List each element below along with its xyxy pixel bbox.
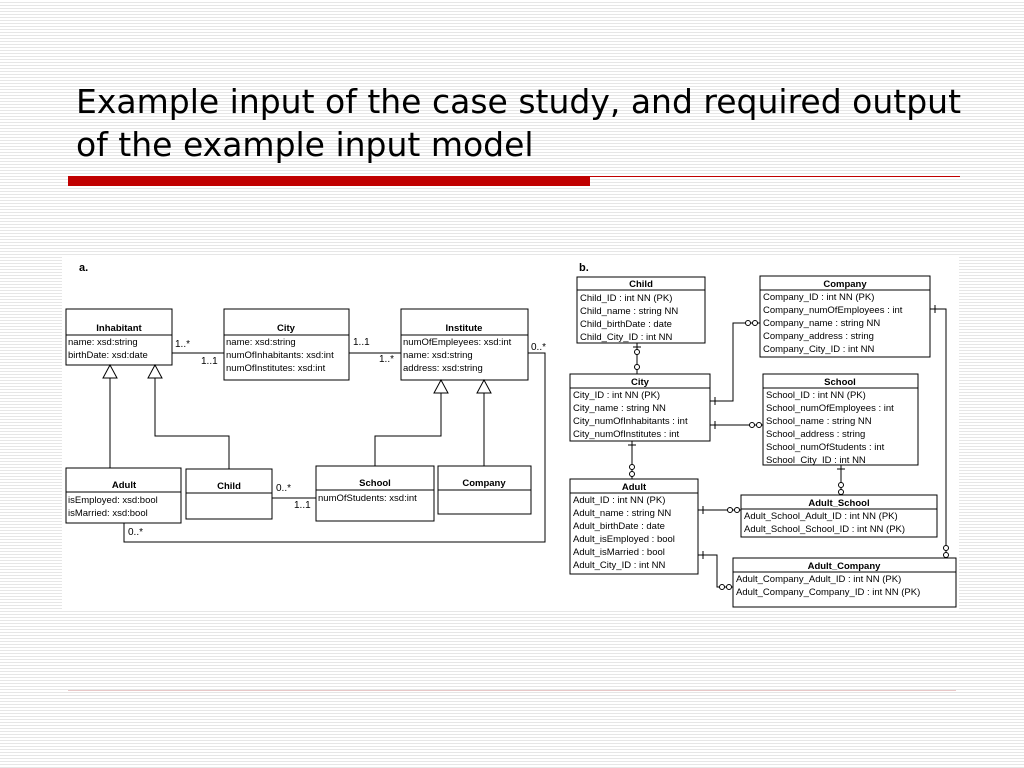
table-name: City <box>631 377 650 388</box>
class-name: Child <box>217 481 241 492</box>
table-name: School <box>824 377 856 388</box>
inheritance-arrow <box>102 363 118 379</box>
class-field: name: xsd:string <box>68 337 138 348</box>
multiplicity: 0..* <box>531 342 546 353</box>
table-field: City_ID : int NN (PK) <box>573 390 660 401</box>
footer-divider <box>68 690 956 691</box>
table-field: Child_birthDate : date <box>580 319 672 330</box>
table-adult-school: Adult_School Adult_School_Adult_ID : int… <box>740 494 938 538</box>
uml-class-adult: Adult isEmployed: xsd:bool isMarried: xs… <box>65 467 182 524</box>
table-field: School_City_ID : int NN <box>766 455 866 466</box>
table-field: Company_address : string <box>763 331 874 342</box>
table-field: Adult_isEmployed : bool <box>573 534 675 545</box>
class-field: numOfEmpleyees: xsd:int <box>403 337 512 348</box>
uml-associations <box>123 352 546 543</box>
uml-panel-label: a. <box>79 262 88 274</box>
table-field: Adult_School_School_ID : int NN (PK) <box>744 524 905 535</box>
table-field: School_name : string NN <box>766 416 872 427</box>
table-field: City_numOfInhabitants : int <box>573 416 688 427</box>
multiplicity: 1..1 <box>201 356 218 367</box>
table-field: Child_City_ID : int NN <box>580 332 673 343</box>
table-field: Company_name : string NN <box>763 318 880 329</box>
assoc-institute-adult <box>123 352 546 543</box>
table-field: Company_ID : int NN (PK) <box>763 292 874 303</box>
table-school: School School_ID : int NN (PK) School_nu… <box>762 373 919 466</box>
table-field: School_ID : int NN (PK) <box>766 390 866 401</box>
uml-class-inhabitant: Inhabitant name: xsd:string birthDate: x… <box>65 308 173 366</box>
inheritance-arrow <box>433 378 449 394</box>
table-name: Company <box>823 279 867 290</box>
table-field: School_numOfStudents : int <box>766 442 885 453</box>
table-field: Adult_birthDate : date <box>573 521 665 532</box>
table-field: City_numOfInstitutes : int <box>573 429 679 440</box>
table-field: Adult_name : string NN <box>573 508 671 519</box>
title-divider <box>590 176 960 177</box>
title-accent-bar <box>68 176 590 186</box>
class-field: isMarried: xsd:bool <box>68 508 148 519</box>
table-child: Child Child_ID : int NN (PK) Child_name … <box>576 276 706 344</box>
class-field: address: xsd:string <box>403 363 483 374</box>
table-name: Adult <box>622 482 647 493</box>
class-field: numOfStudents: xsd:int <box>318 493 417 504</box>
diagram-figure: a. Inhabitant name: xsd:string birthDate… <box>62 255 959 610</box>
table-name: Adult_School <box>808 498 869 509</box>
class-name: Adult <box>112 480 137 491</box>
class-field: birthDate: xsd:date <box>68 350 148 361</box>
table-name: Adult_Company <box>808 561 882 572</box>
uml-generalizations <box>102 363 492 469</box>
table-field: Adult_Company_Adult_ID : int NN (PK) <box>736 574 901 585</box>
class-field: numOfInhabitants: xsd:int <box>226 350 334 361</box>
table-field: Child_ID : int NN (PK) <box>580 293 672 304</box>
multiplicity: 0..* <box>128 527 143 538</box>
table-field: Adult_Company_Company_ID : int NN (PK) <box>736 587 920 598</box>
multiplicity: 1..1 <box>353 337 370 348</box>
table-field: School_address : string <box>766 429 865 440</box>
class-name: Inhabitant <box>96 323 142 334</box>
inheritance-arrow <box>476 378 492 394</box>
multiplicity: 1..* <box>379 354 394 365</box>
uml-class-city: City name: xsd:string numOfInhabitants: … <box>223 308 350 381</box>
multiplicity: 0..* <box>276 483 291 494</box>
class-field: name: xsd:string <box>226 337 296 348</box>
uml-class-school: School numOfStudents: xsd:int <box>315 465 435 522</box>
class-field: name: xsd:string <box>403 350 473 361</box>
table-field: Adult_ID : int NN (PK) <box>573 495 665 506</box>
table-city: City City_ID : int NN (PK) City_name : s… <box>569 373 711 442</box>
class-field: isEmployed: xsd:bool <box>68 495 158 506</box>
slide-title: Example input of the case study, and req… <box>76 82 962 164</box>
class-name: Company <box>462 478 506 489</box>
diagram-canvas: a. Inhabitant name: xsd:string birthDate… <box>65 262 957 608</box>
table-field: School_numOfEmployees : int <box>766 403 894 414</box>
uml-class-company: Company <box>437 465 532 515</box>
class-name: City <box>277 323 296 334</box>
uml-class-child: Child <box>185 468 273 520</box>
table-field: Child_name : string NN <box>580 306 678 317</box>
inheritance-arrow <box>147 363 163 379</box>
table-adult: Adult Adult_ID : int NN (PK) Adult_name … <box>569 478 699 575</box>
table-field: Adult_isMarried : bool <box>573 547 665 558</box>
uml-class-institute: Institute numOfEmpleyees: xsd:int name: … <box>400 308 529 381</box>
table-name: Child <box>629 279 653 290</box>
table-company: Company Company_ID : int NN (PK) Company… <box>759 275 931 358</box>
table-adult-company: Adult_Company Adult_Company_Adult_ID : i… <box>732 557 957 608</box>
class-name: School <box>359 478 391 489</box>
class-field: numOfInstitutes: xsd:int <box>226 363 326 374</box>
table-field: Adult_School_Adult_ID : int NN (PK) <box>744 511 898 522</box>
table-field: Company_City_ID : int NN <box>763 344 875 355</box>
relational-panel-label: b. <box>579 262 589 274</box>
table-field: Adult_City_ID : int NN <box>573 560 666 571</box>
table-field: Company_numOfEmployees : int <box>763 305 903 316</box>
multiplicity: 1..1 <box>294 500 311 511</box>
class-name: Institute <box>446 323 483 334</box>
table-field: City_name : string NN <box>573 403 666 414</box>
multiplicity: 1..* <box>175 339 190 350</box>
